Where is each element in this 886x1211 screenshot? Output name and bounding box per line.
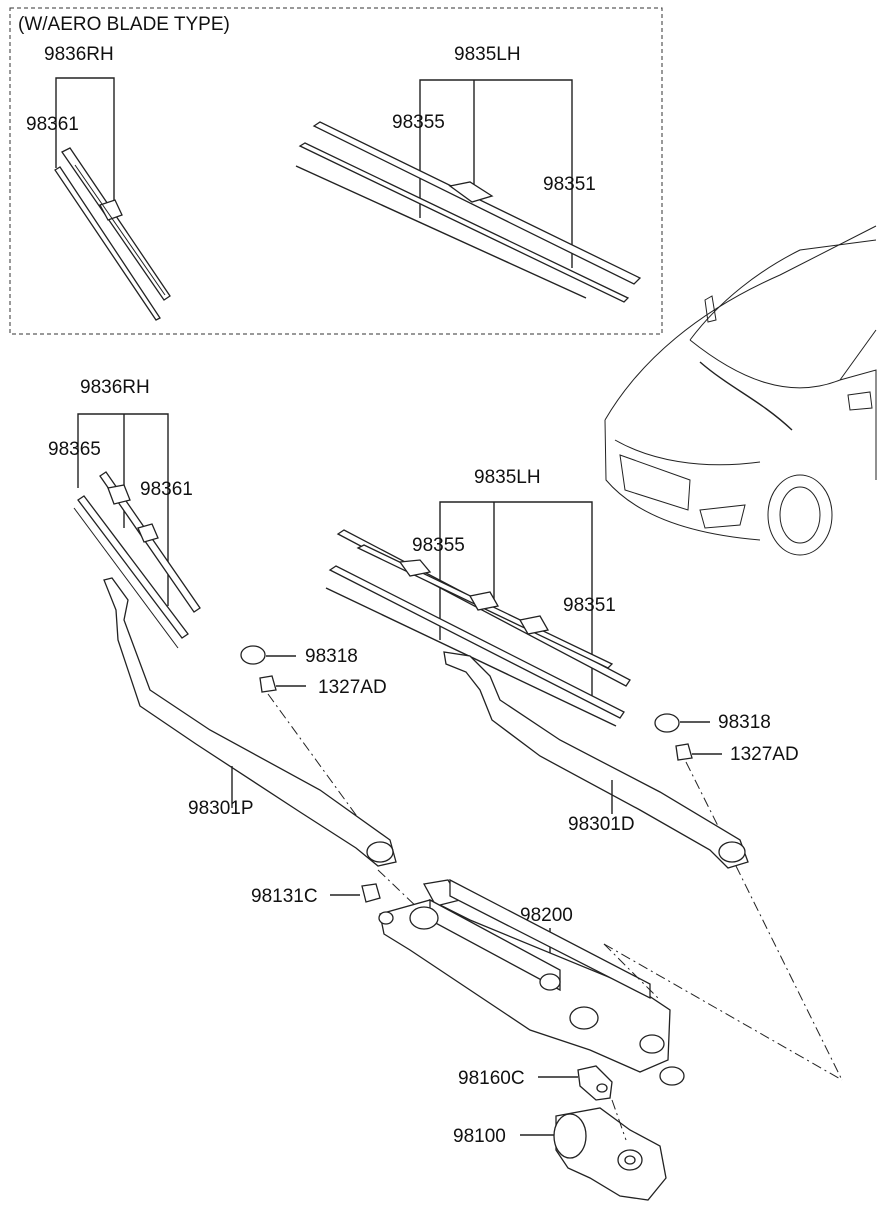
- main-label-rh-assy: 9836RH: [80, 377, 150, 398]
- wiper-motor: 98100: [453, 1099, 667, 1201]
- main-lh-blade-drawing: [325, 529, 631, 727]
- main-label-lh-assy: 9835LH: [474, 467, 541, 488]
- nut-right-drawing: [675, 743, 693, 761]
- main-rh-blade-drawing: [73, 471, 201, 649]
- aero-blade-inset: (W/AERO BLADE TYPE) 9836RH 98361 9835LH …: [9, 7, 663, 335]
- inset-lh-blade-drawing: [295, 121, 642, 303]
- cap-left-drawing: [240, 645, 266, 665]
- pivot-nut: 98131C: [251, 869, 421, 911]
- linkage-frame-drawing: [379, 899, 671, 1073]
- arm-lh: 98301D: [443, 651, 843, 1081]
- arm-rh-drawing: [103, 577, 397, 867]
- inset-label-lh-blade: 98351: [543, 174, 596, 195]
- main-label-rh-blade: 98361: [140, 479, 193, 500]
- inset-label-lh-assy: 9835LH: [454, 44, 521, 65]
- main-label-nut-right: 1327AD: [730, 744, 799, 765]
- inset-title: (W/AERO BLADE TYPE): [18, 14, 230, 35]
- main-label-linkage: 98200: [520, 905, 573, 926]
- vehicle-illustration: [604, 225, 877, 556]
- inset-lh-bracket: [419, 79, 573, 268]
- main-label-arm-rh: 98301P: [188, 798, 254, 819]
- cap-nut-right: 98318 1327AD: [654, 712, 799, 851]
- cap-right-drawing: [654, 713, 680, 733]
- linkage-assembly: 98200: [378, 878, 843, 1086]
- inset-rh-leader: [55, 77, 115, 205]
- main-label-arm-lh: 98301D: [568, 814, 635, 835]
- inset-label-rh-assy: 9836RH: [44, 44, 114, 65]
- main-label-cap-left: 98318: [305, 646, 358, 667]
- cap-nut-left: 98318 1327AD: [240, 645, 387, 849]
- main-label-nut-left: 1327AD: [318, 677, 387, 698]
- main-label-cap-right: 98318: [718, 712, 771, 733]
- arm-rh: 98301P: [103, 577, 397, 867]
- main-label-bracket: 98160C: [458, 1068, 525, 1089]
- inset-rh-blade-drawing: [54, 147, 171, 321]
- motor-bracket: 98160C: [458, 1065, 613, 1101]
- main-rh-bracket: [77, 413, 169, 606]
- main-label-nut-pivot: 98131C: [251, 886, 318, 907]
- main-lh-bracket: [439, 501, 593, 698]
- main-label-motor: 98100: [453, 1126, 506, 1147]
- nut-left-drawing: [259, 675, 277, 693]
- pivot-nut-drawing: [361, 883, 381, 903]
- main-rh-blade: 9836RH 98365 98361: [48, 377, 201, 649]
- main-label-lh-blade: 98351: [563, 595, 616, 616]
- inset-frame: [9, 7, 663, 335]
- inset-label-rh-blade: 98361: [26, 114, 79, 135]
- main-label-rh-insert: 98365: [48, 439, 101, 460]
- main-label-lh-insert: 98355: [412, 535, 465, 556]
- inset-label-lh-insert: 98355: [392, 112, 445, 133]
- bracket-drawing: [577, 1065, 613, 1101]
- arm-lh-drawing: [443, 651, 749, 869]
- main-lh-blade: 9835LH 98355 98351: [325, 467, 631, 727]
